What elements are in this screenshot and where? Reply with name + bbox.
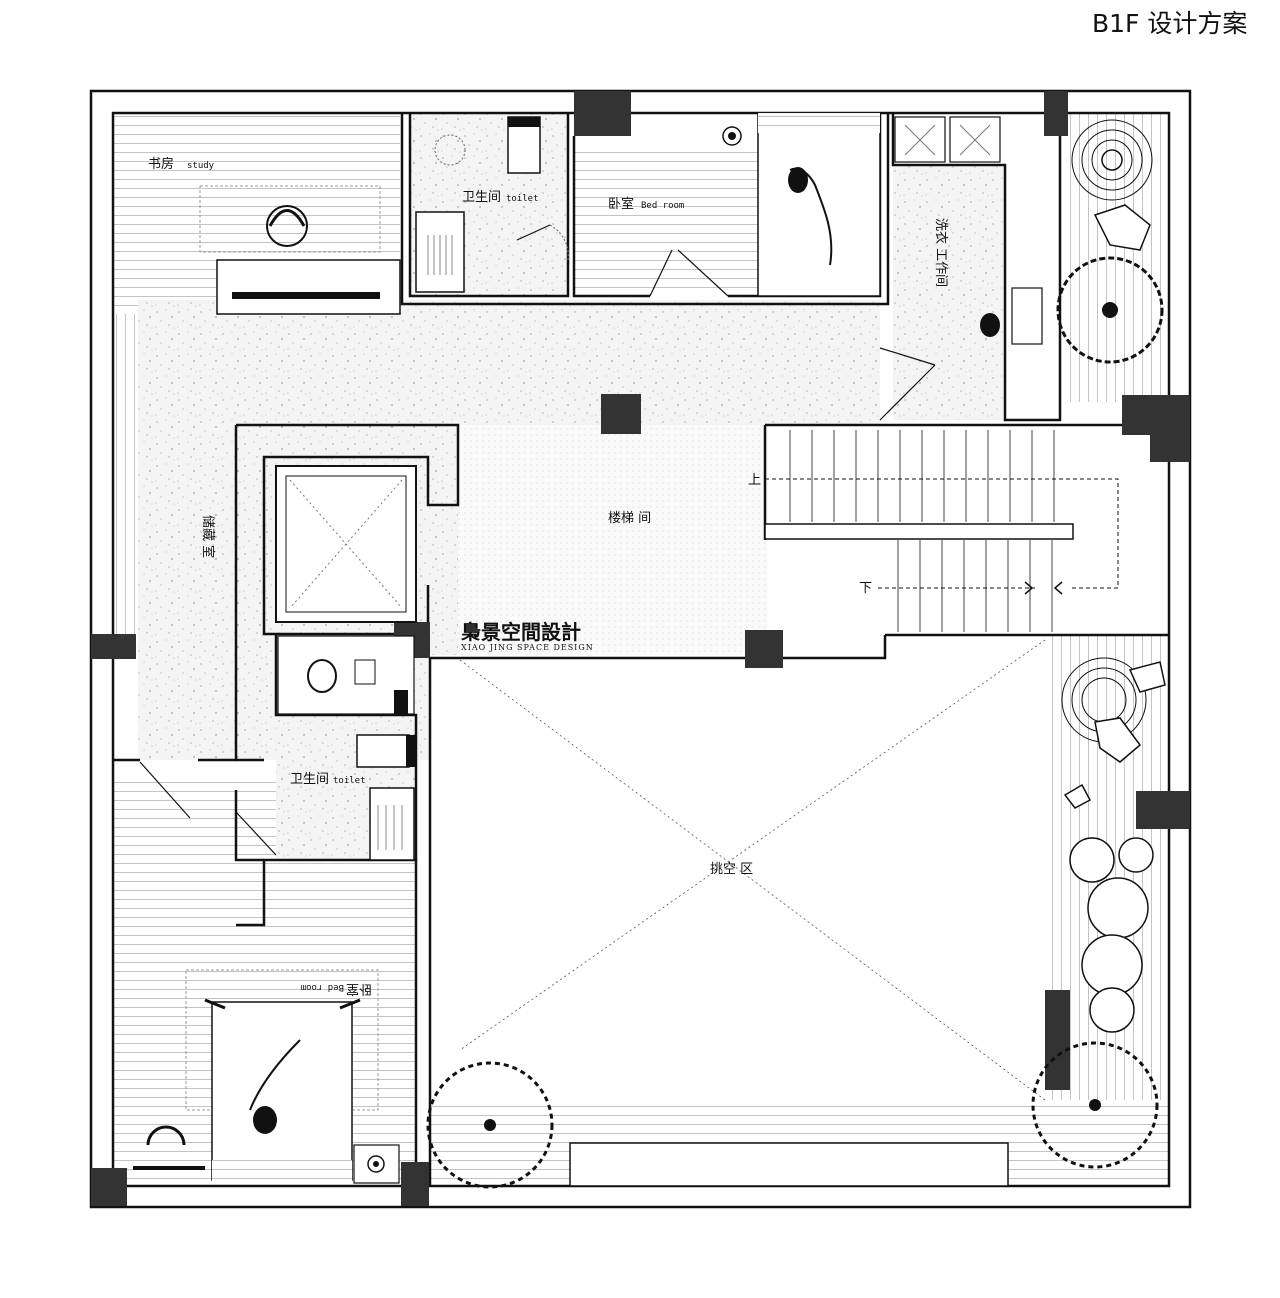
bedroom-bottom-label: 卧室 [346,981,372,997]
doors [139,224,936,856]
upper-hall-floor [460,300,880,425]
study-label: 书房 [148,156,174,172]
bedroom-top-furniture [722,112,881,297]
east-garden [1031,119,1166,1169]
laundry-fixtures [894,116,1043,345]
structural-columns [91,91,1190,1206]
bedroom-bottom-label-en: Bed room [301,982,344,992]
bedroom-top-label: 卧室 [608,196,634,212]
study-furniture [199,185,401,315]
logo-name: 梟景空間設計 [460,620,581,644]
bedroom-bottom-furniture [133,969,400,1184]
laundry-floor [893,165,1003,420]
toilet-top-fixtures [415,116,541,293]
bench [569,1142,1009,1187]
study-label-en: study [187,161,215,171]
stair-up-label: 上 [748,473,761,488]
southwest-tree [426,1061,554,1189]
logo-sub: XIAO JING SPACE DESIGN [461,643,594,652]
laundry-label: 洗衣 工作间 [933,218,949,287]
storage-label: 储藏 室 [200,515,216,558]
toilet-top-label-en: toilet [506,194,539,204]
stairwell-label: 楼梯 间 [608,511,651,526]
staircase [764,430,1119,632]
toilet-mid-label: 卫生间 [290,772,329,787]
elevator-shaft [275,465,417,623]
stair-hall-floor [458,425,768,655]
toilet-mid-label-en: toilet [333,776,366,786]
void-label: 挑空 区 [710,862,753,877]
stair-down-label: 下 [859,581,872,596]
toilet-top-label: 卫生间 [462,190,501,205]
plan-title: B1F 设计方案 [1092,9,1247,38]
bedroom-top-label-en: Bed room [641,201,684,211]
bedroom-top-floor [574,150,758,296]
toilet-mid-fixtures [277,635,416,861]
storage-deck-strip [114,314,138,634]
void-area [430,655,1045,1100]
